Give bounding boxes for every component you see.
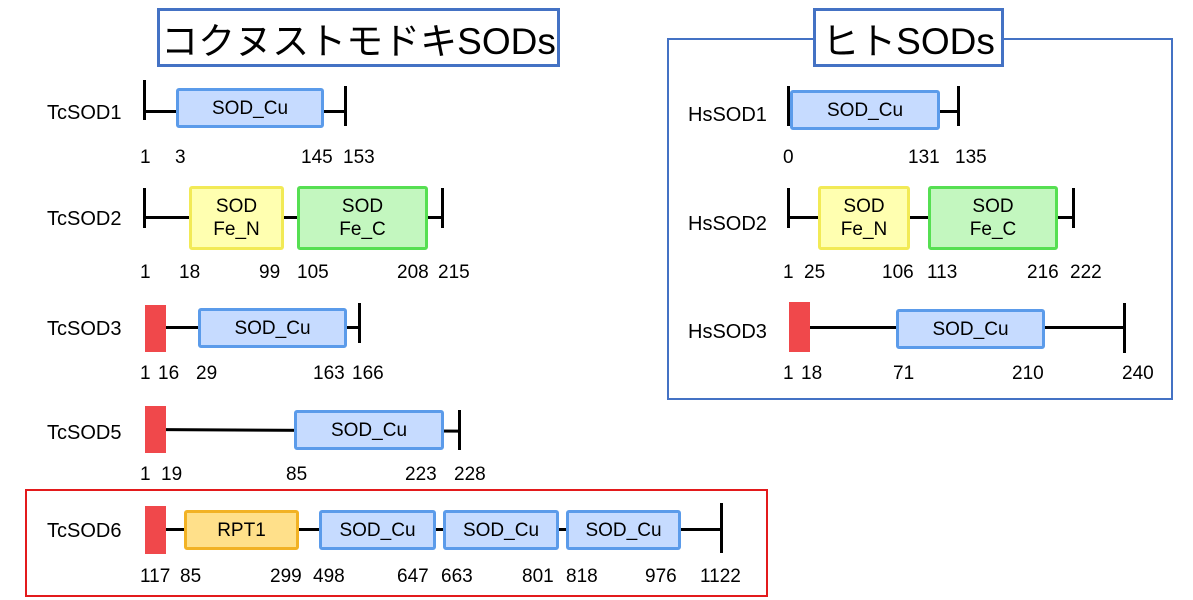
position-label: 1122 (700, 566, 741, 587)
domain-rpt1: RPT1 (184, 510, 299, 550)
end-tick (720, 503, 723, 553)
position-label: 153 (343, 147, 375, 168)
protein-name: TcSOD3 (47, 318, 122, 340)
signal-peptide (145, 406, 166, 453)
end-tick (358, 303, 361, 343)
end-tick (1072, 188, 1075, 228)
end-tick (441, 188, 444, 228)
position-label: 216 (1027, 262, 1059, 283)
position-label: 801 (522, 566, 554, 587)
position-label: 18 (801, 363, 823, 384)
position-label: 113 (927, 262, 958, 283)
position-label: 976 (645, 566, 677, 587)
position-label: 163 (313, 363, 345, 384)
start-tick (787, 86, 790, 126)
start-tick (143, 80, 146, 120)
title-red-flour-beetle-sods: コクヌストモドキSODs (157, 8, 560, 67)
domain-sod-cu: SOD_Cu (443, 510, 559, 550)
domain-sod-cu: SOD_Cu (790, 90, 940, 130)
position-label: 99 (259, 262, 281, 283)
position-label: 3 (175, 147, 186, 168)
end-tick (1123, 303, 1126, 353)
start-tick (787, 188, 790, 228)
position-label: 1 (783, 363, 794, 384)
protein-name: HsSOD2 (688, 213, 767, 235)
signal-peptide (789, 302, 810, 352)
position-label: 222 (1070, 262, 1102, 283)
position-label: 131 (908, 147, 940, 168)
protein-name: HsSOD1 (688, 104, 767, 126)
signal-peptide (145, 305, 166, 352)
position-label: 210 (1012, 363, 1044, 384)
position-label: 85 (286, 464, 308, 485)
position-label: 18 (179, 262, 201, 283)
position-label: 106 (882, 262, 914, 283)
position-label: 498 (313, 566, 345, 587)
position-label: 105 (297, 262, 329, 283)
position-label: 663 (441, 566, 473, 587)
position-label: 1 (140, 147, 151, 168)
position-label: 25 (804, 262, 826, 283)
position-label: 299 (270, 566, 302, 587)
domain-sod-cu: SOD_Cu (294, 410, 444, 450)
end-tick (458, 410, 461, 450)
position-label: 166 (352, 363, 384, 384)
domain-sod-cu: SOD_Cu (566, 510, 681, 550)
protein-name: TcSOD5 (47, 422, 122, 444)
position-label: 818 (566, 566, 598, 587)
end-tick (957, 86, 960, 126)
position-label: 145 (301, 147, 333, 168)
position-label: 215 (438, 262, 470, 283)
title-human-sods: ヒトSODs (813, 8, 1004, 67)
start-tick (143, 188, 146, 228)
domain-sod-cu: SOD_Cu (198, 308, 347, 348)
position-label: 0 (783, 147, 794, 168)
position-label: 19 (161, 464, 183, 485)
position-label: 208 (397, 262, 429, 283)
position-label: 16 (158, 363, 180, 384)
position-label: 71 (893, 363, 915, 384)
position-label: 240 (1122, 363, 1154, 384)
position-label: 228 (454, 464, 486, 485)
protein-name: TcSOD1 (47, 102, 122, 124)
end-tick (344, 86, 347, 126)
signal-peptide (145, 506, 166, 554)
position-label: 117 (140, 566, 171, 587)
tcsod6-highlight-frame (25, 489, 768, 597)
position-label: 1 (140, 262, 151, 283)
position-label: 29 (196, 363, 218, 384)
protein-name: HsSOD3 (688, 321, 767, 343)
domain-sod-cu: SOD_Cu (319, 510, 436, 550)
protein-name: TcSOD2 (47, 208, 122, 230)
backbone-line (145, 216, 443, 219)
position-label: 85 (180, 566, 202, 587)
position-label: 1 (783, 262, 794, 283)
domain-sod-cu: SOD_Cu (896, 309, 1045, 349)
position-label: 1 (140, 363, 151, 384)
position-label: 647 (397, 566, 429, 587)
protein-name: TcSOD6 (47, 520, 122, 542)
domain-sod-cu: SOD_Cu (176, 88, 324, 128)
position-label: 135 (955, 147, 987, 168)
position-label: 1 (140, 464, 151, 485)
position-label: 223 (405, 464, 437, 485)
